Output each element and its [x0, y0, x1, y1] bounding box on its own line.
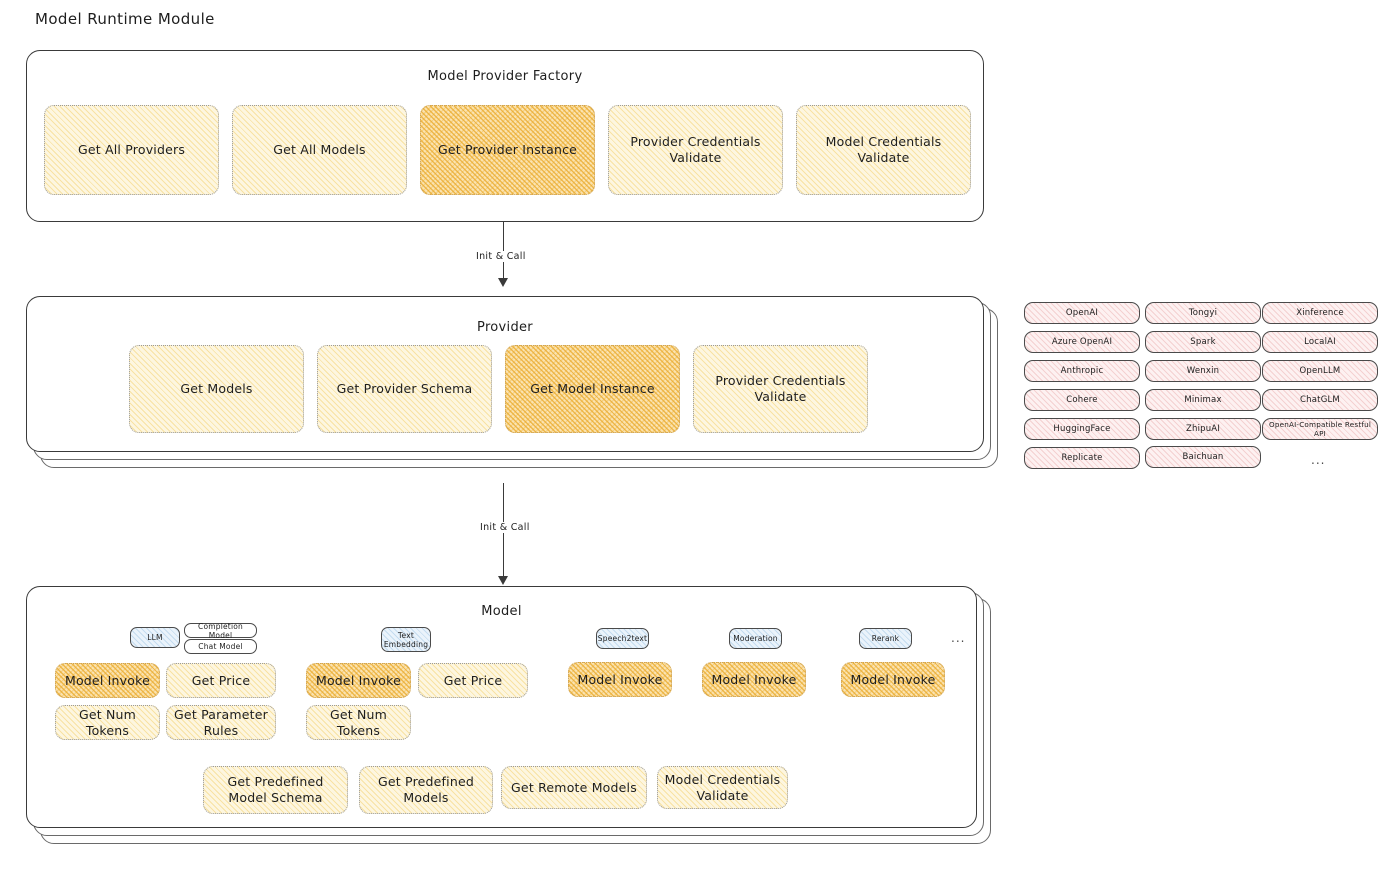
provider-pill-baichuan[interactable]: Baichuan: [1145, 446, 1261, 468]
factory-method-get-all-providers[interactable]: Get All Providers: [44, 105, 219, 195]
llm-method-get-price[interactable]: Get Price: [166, 663, 276, 698]
moderation-method-model-invoke[interactable]: Model Invoke: [702, 662, 806, 697]
model-shared-method-model-credentials-validate[interactable]: Model Credentials Validate: [657, 766, 788, 809]
arrow-factory-to-provider-head: [498, 278, 508, 287]
arrow-factory-to-provider-line: [503, 222, 504, 279]
model-subtype-badge-completion-model[interactable]: Completion Model: [184, 622, 257, 640]
provider-pill-openai-compatible-restful-api[interactable]: OpenAI-Compatible Restful API: [1262, 418, 1378, 440]
text-embedding-method-model-invoke[interactable]: Model Invoke: [306, 663, 411, 698]
provider-title: Provider: [477, 320, 533, 335]
provider-method-get-provider-schema[interactable]: Get Provider Schema: [317, 345, 492, 433]
model-title: Model: [481, 604, 522, 619]
model-provider-factory-title: Model Provider Factory: [427, 69, 583, 84]
provider-pill-replicate[interactable]: Replicate: [1024, 447, 1140, 469]
provider-pill-chatglm[interactable]: ChatGLM: [1262, 389, 1378, 411]
arrow-provider-to-model-label: Init & Call: [476, 522, 534, 533]
model-type-badge-moderation[interactable]: Moderation: [729, 628, 782, 649]
text-embedding-method-get-price[interactable]: Get Price: [418, 663, 528, 698]
llm-method-model-invoke[interactable]: Model Invoke: [55, 663, 160, 698]
model-subtype-badge-chat-model[interactable]: Chat Model: [184, 639, 257, 654]
provider-pill-localai[interactable]: LocalAI: [1262, 331, 1378, 353]
model-shared-method-get-predefined-model-schema[interactable]: Get Predefined Model Schema: [203, 766, 348, 814]
factory-method-provider-credentials-validate[interactable]: Provider Credentials Validate: [608, 105, 783, 195]
provider-pill-wenxin[interactable]: Wenxin: [1145, 360, 1261, 382]
model-type-badge-speech2text[interactable]: Speech2text: [596, 628, 649, 649]
llm-method-get-num-tokens[interactable]: Get Num Tokens: [55, 705, 160, 740]
provider-method-provider-credentials-validate[interactable]: Provider Credentials Validate: [693, 345, 868, 433]
text-embedding-method-get-num-tokens[interactable]: Get Num Tokens: [306, 705, 411, 740]
model-type-badge-rerank[interactable]: Rerank: [859, 628, 912, 649]
provider-pill-azure-openai[interactable]: Azure OpenAI: [1024, 331, 1140, 353]
model-shared-method-get-remote-models[interactable]: Get Remote Models: [501, 766, 647, 809]
provider-pill-openai[interactable]: OpenAI: [1024, 302, 1140, 324]
provider-pill-spark[interactable]: Spark: [1145, 331, 1261, 353]
provider-pill-cohere[interactable]: Cohere: [1024, 389, 1140, 411]
provider-pill-minimax[interactable]: Minimax: [1145, 389, 1261, 411]
rerank-method-model-invoke[interactable]: Model Invoke: [841, 662, 945, 697]
factory-method-get-provider-instance[interactable]: Get Provider Instance: [420, 105, 595, 195]
arrow-provider-to-model-head: [498, 576, 508, 585]
arrow-factory-to-provider-label: Init & Call: [472, 251, 530, 262]
llm-method-get-parameter-rules[interactable]: Get Parameter Rules: [166, 705, 276, 740]
speech2text-method-model-invoke[interactable]: Model Invoke: [568, 662, 672, 697]
model-shared-method-get-predefined-models[interactable]: Get Predefined Models: [359, 766, 493, 814]
provider-pill-anthropic[interactable]: Anthropic: [1024, 360, 1140, 382]
page-title: Model Runtime Module: [35, 10, 215, 28]
factory-method-get-all-models[interactable]: Get All Models: [232, 105, 407, 195]
provider-list-more-ellipsis: ...: [1311, 453, 1326, 467]
provider-method-get-model-instance[interactable]: Get Model Instance: [505, 345, 680, 433]
provider-pill-openllm[interactable]: OpenLLM: [1262, 360, 1378, 382]
provider-pill-huggingface[interactable]: HuggingFace: [1024, 418, 1140, 440]
factory-method-model-credentials-validate[interactable]: Model Credentials Validate: [796, 105, 971, 195]
provider-method-get-models[interactable]: Get Models: [129, 345, 304, 433]
provider-pill-zhipuai[interactable]: ZhipuAI: [1145, 418, 1261, 440]
model-type-badge-llm[interactable]: LLM: [130, 627, 180, 648]
model-types-more-ellipsis: ...: [951, 631, 966, 645]
model-type-badge-text-embedding[interactable]: Text Embedding: [381, 627, 431, 652]
provider-pill-xinference[interactable]: Xinference: [1262, 302, 1378, 324]
provider-pill-tongyi[interactable]: Tongyi: [1145, 302, 1261, 324]
